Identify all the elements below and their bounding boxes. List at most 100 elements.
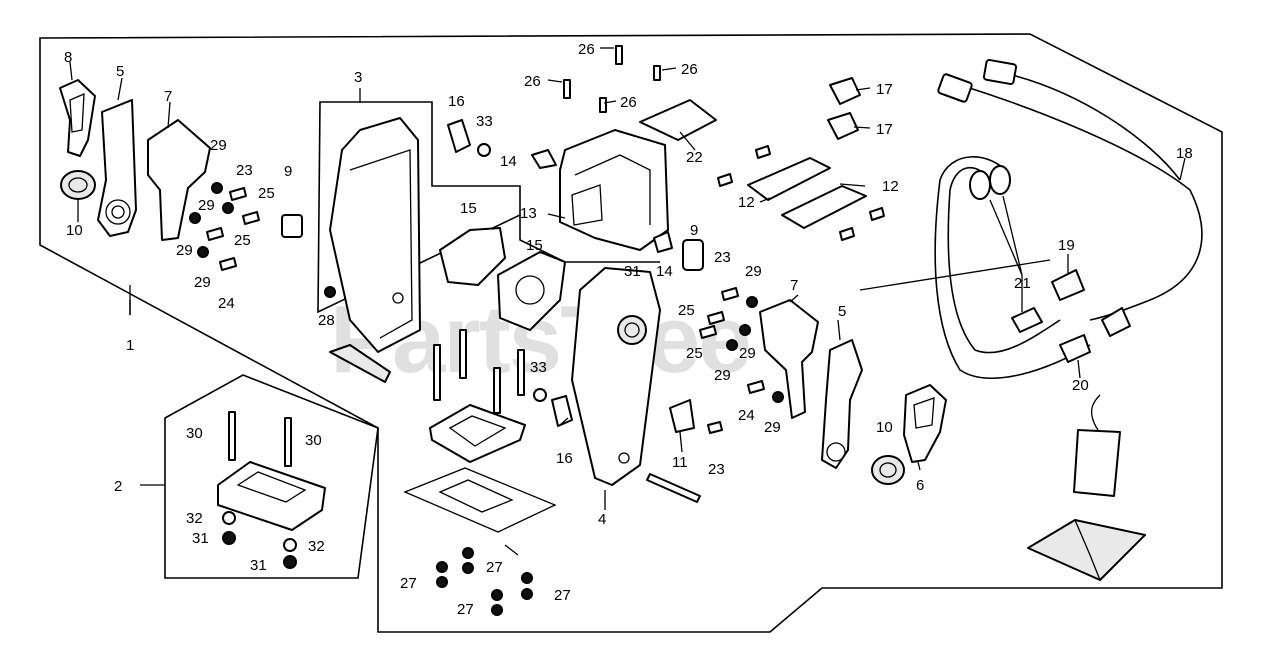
screw-26d	[599, 97, 607, 113]
callout-9a: 9	[284, 163, 292, 180]
screw-12d	[839, 227, 855, 241]
housing-15b	[497, 251, 566, 331]
nut-27e	[521, 572, 533, 584]
control-box-4	[571, 267, 661, 486]
nut-27d	[462, 562, 474, 574]
callout-12a: 12	[882, 178, 899, 195]
callout-17b: 17	[876, 121, 893, 138]
bolt-24	[219, 257, 237, 271]
callout-14b: 14	[656, 263, 673, 280]
callout-12b: 12	[738, 194, 755, 211]
bolt-23b	[721, 287, 739, 301]
assembly-outline-3	[317, 101, 521, 314]
callout-25c: 25	[678, 302, 695, 319]
callout-31b: 31	[250, 557, 267, 574]
manual-book	[1027, 519, 1146, 581]
callout-15a: 15	[460, 200, 477, 217]
callout-29e: 29	[745, 263, 762, 280]
callout-29c: 29	[176, 242, 193, 259]
callout-10: 10	[66, 222, 83, 239]
bolt-long-c	[493, 367, 501, 414]
callout-15b: 15	[526, 237, 543, 254]
screw-12c	[869, 207, 885, 221]
callout-31: 31	[624, 263, 641, 280]
washer-29d	[197, 246, 209, 258]
callout-18: 18	[1176, 145, 1193, 162]
nut-28	[324, 286, 336, 298]
bolt-25c	[707, 311, 725, 325]
connector-18b	[982, 59, 1018, 85]
clip-14a	[531, 149, 557, 169]
assembly-outline-4	[519, 215, 660, 263]
gasket-plate-a	[429, 404, 526, 463]
callout-7: 7	[164, 88, 172, 105]
lever-handle-6	[903, 384, 947, 463]
washer-33a	[477, 143, 491, 157]
callout-16b: 16	[556, 450, 573, 467]
callout-4: 4	[598, 511, 606, 528]
callout-27b: 27	[486, 559, 503, 576]
nut-31a	[222, 531, 236, 545]
callout-26a: 26	[578, 41, 595, 58]
callout-8: 8	[64, 49, 72, 66]
callout-31a: 31	[192, 530, 209, 547]
bolt-long-b	[459, 329, 467, 379]
callout-26b: 26	[524, 73, 541, 90]
callout-20: 20	[1072, 377, 1089, 394]
callout-30b: 30	[305, 432, 322, 449]
callout-5b: 5	[838, 303, 846, 320]
nut-27h	[491, 604, 503, 616]
callout-17a: 17	[876, 81, 893, 98]
callout-29d: 29	[194, 274, 211, 291]
harness-18	[959, 84, 1203, 321]
callout-16a: 16	[448, 93, 465, 110]
washer-33b	[533, 388, 547, 402]
base-2	[217, 461, 326, 531]
connector-21a	[969, 170, 991, 200]
pad-9b	[682, 239, 704, 271]
bracket-3-base	[329, 344, 391, 383]
plate-22	[639, 99, 717, 141]
callout-25b: 25	[234, 232, 251, 249]
callout-23b: 23	[714, 249, 731, 266]
bolt-25d	[699, 325, 717, 339]
washer-29h	[772, 391, 784, 403]
bolt-long-a	[433, 344, 441, 401]
clip-16a	[447, 119, 471, 153]
bolt-25a	[242, 211, 260, 225]
callout-11: 11	[672, 454, 688, 471]
clip-16b	[551, 395, 573, 427]
callout-27c: 27	[554, 587, 571, 604]
callout-10b: 10	[876, 419, 893, 436]
callout-29b: 29	[198, 197, 215, 214]
bolt-long-e	[646, 473, 701, 503]
nut-31b	[283, 555, 297, 569]
bolt-30a	[228, 411, 236, 461]
callout-21: 21	[1014, 275, 1031, 292]
callout-29g: 29	[714, 367, 731, 384]
bracket-12b	[781, 185, 867, 229]
callout-33a: 33	[476, 113, 493, 130]
washer-29b	[222, 202, 234, 214]
callout-28: 28	[318, 312, 335, 329]
assembly-outline-2	[164, 374, 379, 579]
bolt-30b	[284, 417, 292, 467]
bolt-24b	[747, 380, 765, 394]
washer-29a	[211, 182, 223, 194]
cap-17a	[829, 77, 861, 105]
callout-33b: 33	[530, 359, 547, 376]
callout-27d: 27	[457, 601, 474, 618]
callout-labels: 8 5 7 10 29 23 9 29 25 29 25 29 24 1 3 2…	[64, 41, 1193, 618]
callout-22: 22	[686, 149, 703, 166]
washer-32a	[222, 511, 236, 525]
nut-27g	[521, 588, 533, 600]
callout-2: 2	[114, 478, 122, 495]
nut-27b	[462, 547, 474, 559]
gasket-15a	[439, 227, 506, 286]
callout-29a: 29	[210, 137, 227, 154]
gasket-sheet	[403, 467, 557, 533]
washer-29c	[189, 212, 201, 224]
callout-27a: 27	[400, 575, 417, 592]
callout-26d: 26	[620, 94, 637, 111]
